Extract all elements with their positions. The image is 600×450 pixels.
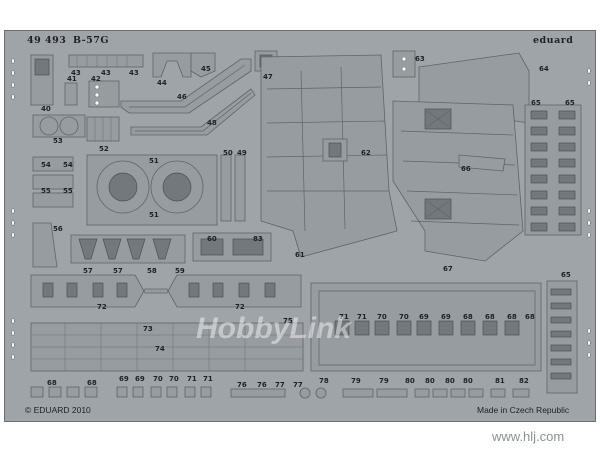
part-number: 52 (99, 145, 109, 153)
set-number: 49 493 (27, 35, 67, 46)
brand-name: eduard (533, 35, 574, 46)
part-number: 68 (47, 379, 57, 387)
part-number: 78 (319, 377, 329, 385)
part-number: 47 (263, 73, 273, 81)
part-number: 69 (135, 375, 145, 383)
part-number: 69 (119, 375, 129, 383)
part-number: 67 (443, 265, 453, 273)
part-number: 59 (175, 267, 185, 275)
part-number: 60 (207, 235, 217, 243)
part-number: 76 (237, 381, 247, 389)
edge-holes-left (11, 58, 15, 360)
part-number: 72 (235, 303, 245, 311)
part-number: 50 (223, 149, 233, 157)
part-number: 51 (149, 157, 159, 165)
part-number: 76 (257, 381, 267, 389)
part-number: 57 (113, 267, 123, 275)
part-number: 80 (463, 377, 473, 385)
part-number: 80 (445, 377, 455, 385)
part-number: 68 (87, 379, 97, 387)
etched-parts-drawing (11, 50, 591, 399)
part-number: 71 (339, 313, 349, 321)
origin-text: Made in Czech Republic (477, 405, 570, 415)
part-number: 43 (101, 69, 111, 77)
part-number: 56 (53, 225, 63, 233)
part-number: 74 (155, 345, 165, 353)
part-number: 75 (283, 317, 293, 325)
part-number: 77 (293, 381, 303, 389)
fret-sheet: 49 493 B-57G eduard 40 41 42 43 43 43 44… (4, 30, 596, 422)
part-number: 73 (143, 325, 153, 333)
part-number: 57 (83, 267, 93, 275)
part-number: 41 (67, 75, 77, 83)
watermark-logo: HobbyLink (196, 312, 351, 345)
part-number: 80 (405, 377, 415, 385)
part-number: 71 (187, 375, 197, 383)
part-number: 69 (441, 313, 451, 321)
part-number: 79 (351, 377, 361, 385)
part-number: 69 (419, 313, 429, 321)
part-number: 53 (53, 137, 63, 145)
part-number: 48 (207, 119, 217, 127)
watermark-url: www.hlj.com (492, 429, 565, 444)
part-number: 54 (41, 161, 51, 169)
part-number: 83 (253, 235, 263, 243)
part-number: 43 (71, 69, 81, 77)
part-number: 58 (147, 267, 157, 275)
part-number: 54 (63, 161, 73, 169)
part-number: 55 (41, 187, 51, 195)
part-number: 64 (539, 65, 549, 73)
model-name: B-57G (73, 35, 109, 46)
copyright-text: © EDUARD 2010 (25, 405, 91, 415)
part-number: 44 (157, 79, 167, 87)
part-number: 55 (63, 187, 73, 195)
part-number: 61 (295, 251, 305, 259)
part-number: 77 (275, 381, 285, 389)
part-number: 80 (425, 377, 435, 385)
part-number: 70 (399, 313, 409, 321)
part-number: 51 (149, 211, 159, 219)
part-number: 49 (237, 149, 247, 157)
part-number: 43 (129, 69, 139, 77)
part-number: 65 (565, 99, 575, 107)
part-number: 65 (561, 271, 571, 279)
part-number: 71 (203, 375, 213, 383)
part-number: 70 (377, 313, 387, 321)
edge-holes-right (587, 68, 591, 358)
part-number: 68 (525, 313, 535, 321)
part-number: 66 (461, 165, 471, 173)
part-number: 42 (91, 75, 101, 83)
part-number: 63 (415, 55, 425, 63)
part-number: 46 (177, 93, 187, 101)
part-number: 82 (519, 377, 529, 385)
part-number: 68 (485, 313, 495, 321)
part-number: 70 (169, 375, 179, 383)
part-number: 68 (507, 313, 517, 321)
part-number: 68 (463, 313, 473, 321)
part-number: 81 (495, 377, 505, 385)
part-number: 71 (357, 313, 367, 321)
part-number: 79 (379, 377, 389, 385)
part-number: 65 (531, 99, 541, 107)
part-number: 70 (153, 375, 163, 383)
part-number: 72 (97, 303, 107, 311)
part-number: 62 (361, 149, 371, 157)
part-number: 40 (41, 105, 51, 113)
part-number: 45 (201, 65, 211, 73)
